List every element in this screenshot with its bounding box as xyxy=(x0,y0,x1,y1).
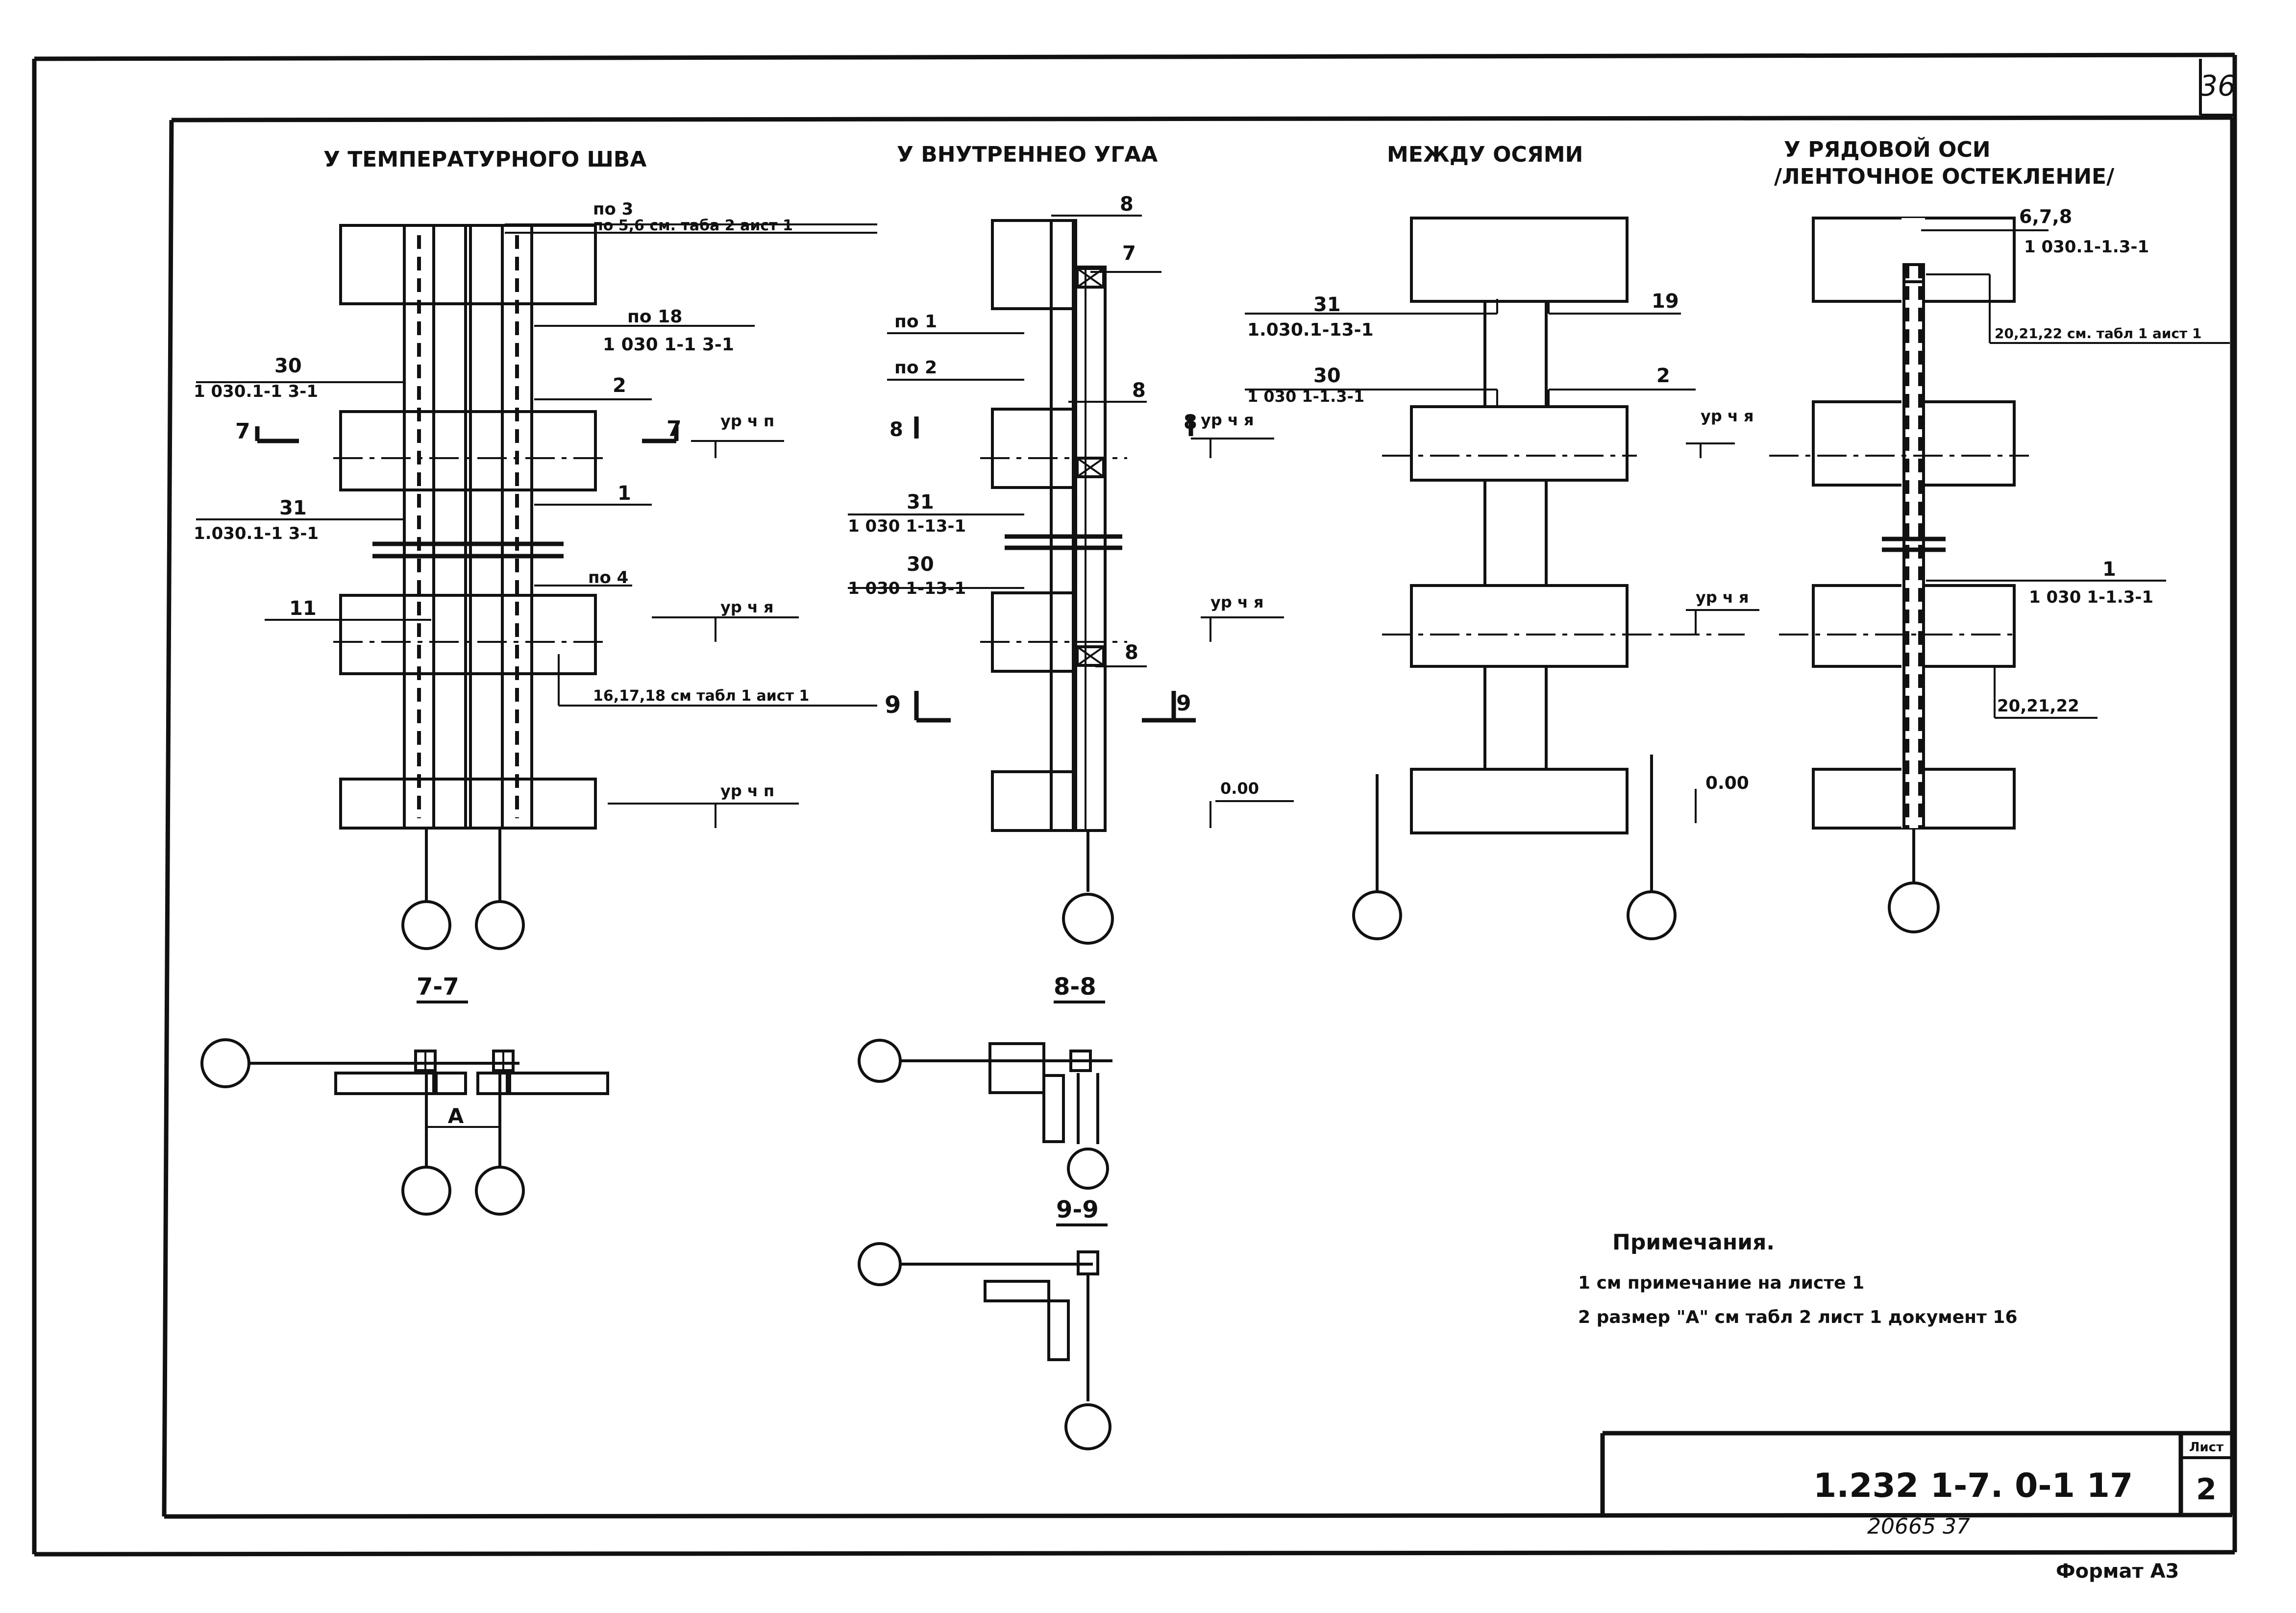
sheet-label: Лист xyxy=(2189,1440,2223,1455)
label-d-series-ref-2: 1 030 1-1.3-1 xyxy=(2029,587,2153,607)
label-item-31: 31 xyxy=(279,497,307,519)
inventory-number: 20665 37 xyxy=(1867,1514,1970,1539)
label-level-2: ур ч я xyxy=(720,598,774,616)
elevation-between-axes xyxy=(1245,217,1759,940)
label-b-level-2: ур ч я xyxy=(1210,593,1264,611)
label-level-1: ур ч п xyxy=(720,412,774,430)
section-7-7-title: 7-7 xyxy=(417,973,459,1001)
label-c-level-1: ур ч я xyxy=(1701,407,1754,425)
label-item-2: 2 xyxy=(613,374,626,397)
label-level-3: ур ч п xyxy=(720,782,774,800)
label-c-item-30: 30 xyxy=(1313,365,1341,387)
label-c-item-2: 2 xyxy=(1656,365,1670,387)
label-b-series-ref-1: 1 030 1-13-1 xyxy=(848,516,966,536)
label-b-item-1: по 1 xyxy=(894,312,937,332)
format-label: Формат А3 xyxy=(2056,1560,2179,1583)
label-series-ref-1: 1 030 1-1 3-1 xyxy=(603,335,734,355)
title-block xyxy=(1600,1431,2232,1516)
label-table-ref-2: 16,17,18 см табл 1 аист 1 xyxy=(593,687,809,705)
label-c-item-19: 19 xyxy=(1652,290,1679,313)
elevation-ordinary-axis xyxy=(1769,217,2230,933)
label-cut-7-left: 7 xyxy=(235,419,250,444)
label-item-1: 1 xyxy=(617,482,631,505)
sheet-number-box: 36 xyxy=(2199,59,2236,117)
sheet-number: 2 xyxy=(2196,1472,2217,1507)
label-b-item-8c: 8 xyxy=(1125,641,1138,664)
section-7-7 xyxy=(200,1038,609,1216)
label-c-level-zero: 0.00 xyxy=(1705,773,1749,793)
label-item-11: 11 xyxy=(289,597,317,620)
label-c-level-2: ур ч я xyxy=(1696,588,1749,607)
label-b-level-zero: 0.00 xyxy=(1220,779,1259,798)
label-b-item-7: 7 xyxy=(1122,242,1136,265)
section-8-8-title: 8-8 xyxy=(1054,973,1096,1001)
label-b-cut-8-right: 8 xyxy=(1184,411,1197,434)
label-d-table-ref: 20,21,22 см. табл 1 аист 1 xyxy=(1995,325,2202,342)
label-b-item-31: 31 xyxy=(907,491,934,513)
label-item-30: 30 xyxy=(274,355,302,377)
section-9-9 xyxy=(858,1242,1111,1450)
label-b-cut-9-right: 9 xyxy=(1176,691,1191,716)
label-d-item-1: 1 xyxy=(2102,558,2116,581)
section-8-8 xyxy=(858,1039,1112,1190)
label-b-item-8a: 8 xyxy=(1120,193,1134,216)
label-c-series-ref-1: 1.030.1-13-1 xyxy=(1247,320,1374,340)
label-item-18: по 18 xyxy=(627,307,682,327)
title-temperature-joint: У ТЕМПЕРАТУРНОГО ШВА xyxy=(323,147,646,172)
label-d-items-2022: 20,21,22 xyxy=(1997,696,2079,716)
section-9-9-title: 9-9 xyxy=(1056,1196,1099,1223)
label-item-4: по 4 xyxy=(588,568,628,587)
label-b-item-30: 30 xyxy=(907,553,934,576)
label-b-item-8b: 8 xyxy=(1132,379,1146,402)
label-b-cut-8-left: 8 xyxy=(889,418,903,441)
label-c-item-31: 31 xyxy=(1313,293,1341,316)
title-ribbon-glazing: /ЛЕНТОЧНОЕ ОСТЕКЛЕНИЕ/ xyxy=(1774,164,2115,189)
title-inner-corner: У ВНУТРЕННЕО УГАА xyxy=(897,142,1158,167)
label-b-series-ref-2: 1 030 1-13-1 xyxy=(848,579,966,598)
title-between-axes: МЕЖДУ ОСЯМИ xyxy=(1387,142,1583,167)
notes-line-1: 1 см примечание на листе 1 xyxy=(1578,1273,1864,1293)
label-c-series-ref-2: 1 030 1-1.3-1 xyxy=(1247,387,1364,406)
label-item-3: по 3 xyxy=(593,199,633,219)
elevation-inner-corner xyxy=(848,215,1294,945)
title-ordinary-axis: У РЯДОВОЙ ОСИ xyxy=(1784,136,1991,162)
label-cut-7-right: 7 xyxy=(667,416,682,441)
label-b-item-2: по 2 xyxy=(894,358,937,378)
notes-line-2: 2 размер "А" см табл 2 лист 1 документ 1… xyxy=(1578,1307,2018,1327)
document-code: 1.232 1-7. 0-1 17 xyxy=(1813,1466,2133,1505)
dimension-a-label: А xyxy=(448,1104,464,1128)
label-series-ref-2: 1 030.1-1 3-1 xyxy=(194,382,318,401)
label-series-ref-3: 1.030.1-1 3-1 xyxy=(194,524,319,543)
sheet-number-top: 36 xyxy=(2199,69,2236,102)
elevation-temperature-joint xyxy=(196,223,877,950)
sheet-frame xyxy=(32,52,2237,1557)
label-table-ref-1: по 5,6 см. таба 2 аист 1 xyxy=(593,217,793,234)
label-d-items-678: 6,7,8 xyxy=(2019,206,2072,227)
notes-title: Примечания. xyxy=(1612,1230,1775,1255)
label-b-level-1: ур ч я xyxy=(1201,411,1254,429)
label-b-cut-9-left: 9 xyxy=(885,691,901,719)
label-d-series-ref-1: 1 030.1-1.3-1 xyxy=(2024,237,2149,257)
